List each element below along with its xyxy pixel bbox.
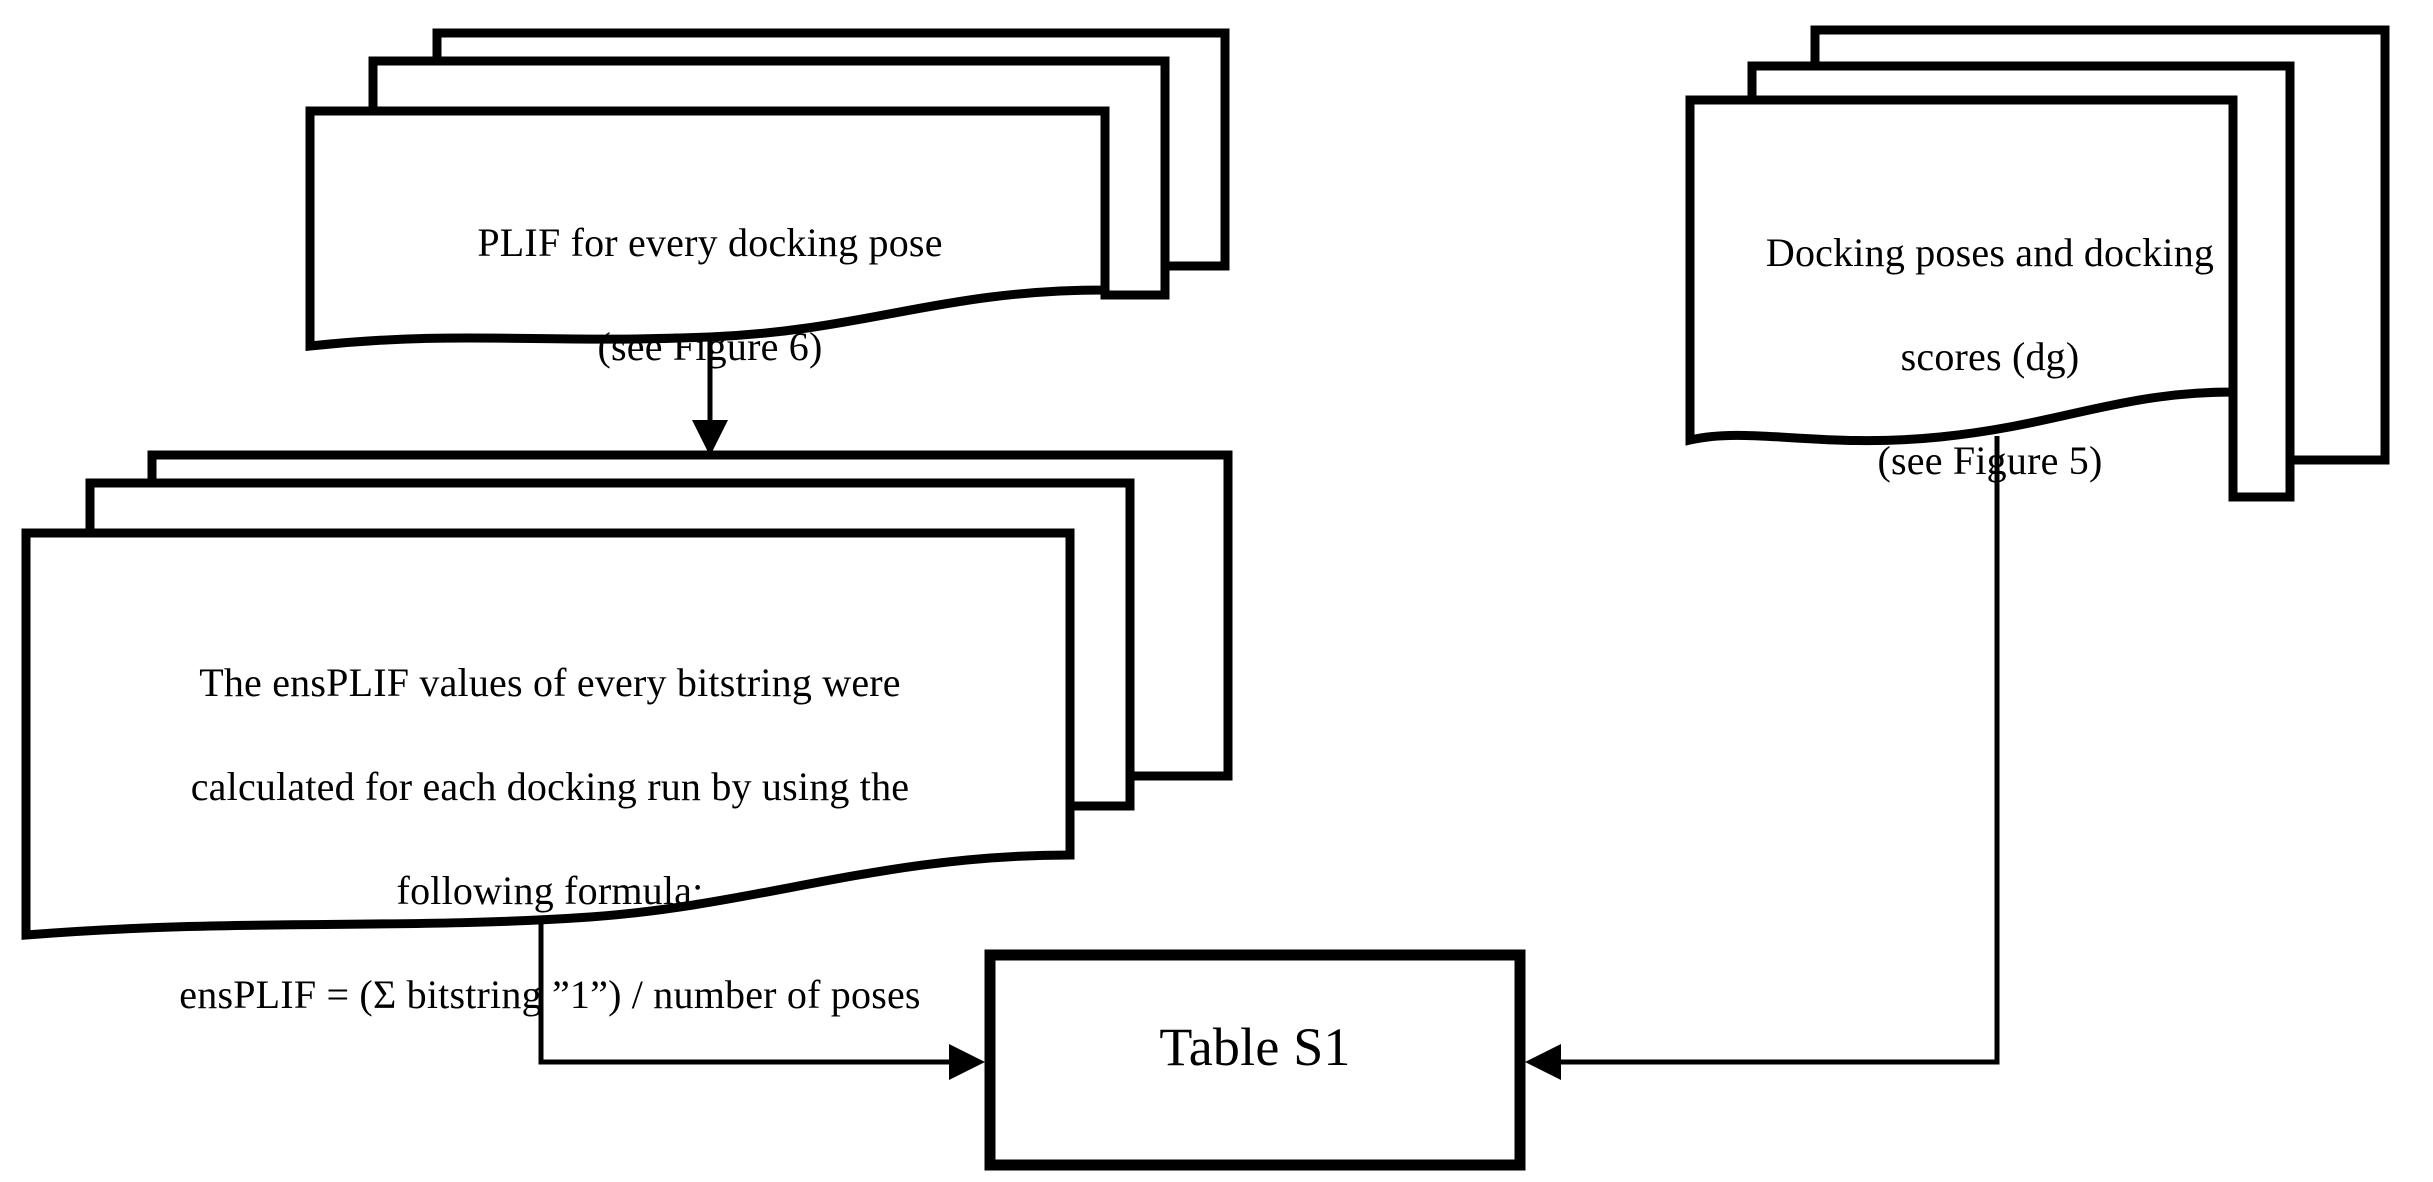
plif-documents-label: PLIF for every docking pose (see Figure …: [330, 165, 1090, 425]
edge-docking-to-table-arrowhead: [1525, 1044, 1561, 1080]
docking-documents-stack[interactable]: [1685, 25, 2390, 502]
docking-documents-label-line2: scores (dg): [1900, 334, 2080, 379]
ensplif-documents-label-line3: following formula:: [396, 868, 704, 913]
ensplif-documents-label-line4: ensPLIF = (Σ bitstring ”1”) / number of …: [179, 972, 921, 1017]
plif-documents-label-line2: (see Figure 6): [597, 324, 823, 369]
ensplif-document-sheet-front: [21, 528, 1075, 940]
docking-documents-label-line3: (see Figure 5): [1877, 438, 2103, 483]
edge-ensplif-to-table-arrowhead: [949, 1044, 985, 1080]
plif-document-sheet-front: [305, 106, 1110, 352]
edge-plif-to-ensplif: [692, 337, 728, 456]
edge-plif-to-ensplif-arrowhead: [692, 420, 728, 456]
ensplif-documents-stack[interactable]: [21, 450, 1233, 940]
plif-documents-stack[interactable]: [305, 28, 1230, 352]
edge-ensplif-to-table-line: [538, 917, 967, 1065]
edge-ensplif-to-table: [538, 917, 985, 1080]
plif-documents-label-line1: PLIF for every docking pose: [477, 220, 943, 265]
docking-documents-label: Docking poses and docking scores (dg) (s…: [1700, 175, 2280, 539]
ensplif-documents-label-line2: calculated for each docking run by using…: [190, 764, 910, 809]
table-s1-box[interactable]: [984, 949, 1526, 1171]
table-s1-label: Table S1: [1159, 1017, 1351, 1077]
docking-documents-label-line1: Docking poses and docking: [1765, 230, 2215, 275]
edge-docking-to-table: [1525, 436, 2000, 1080]
ensplif-documents-label: The ensPLIF values of every bitstring we…: [45, 605, 1055, 1073]
edge-docking-to-table-line: [1543, 436, 2000, 1065]
ensplif-documents-label-line1: The ensPLIF values of every bitstring we…: [199, 660, 901, 705]
docking-document-sheet-front: [1685, 95, 2238, 446]
